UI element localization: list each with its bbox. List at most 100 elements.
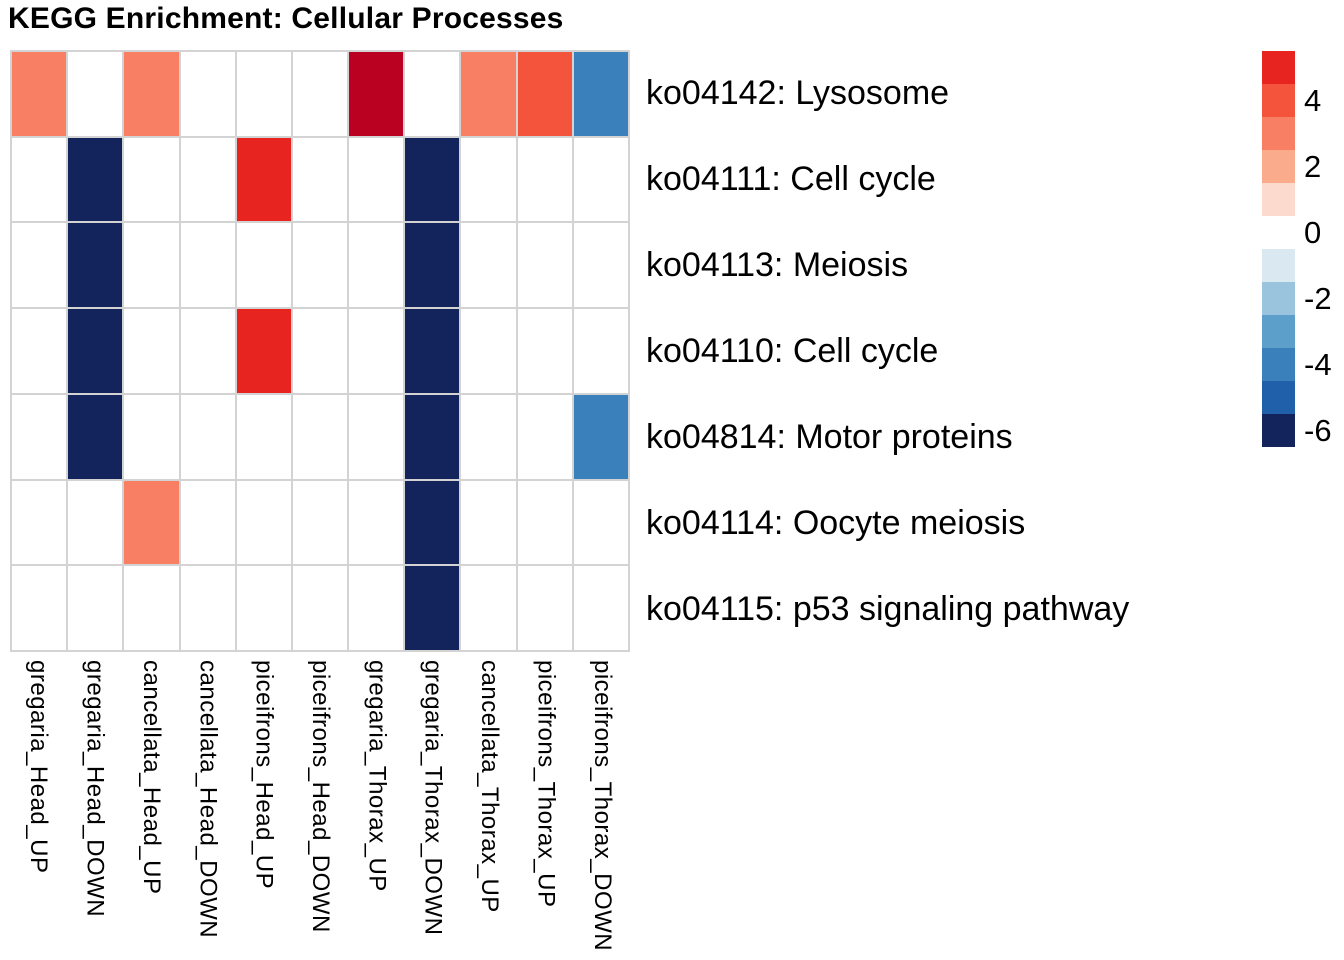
heatmap-cell [573, 394, 628, 479]
heatmap-cell [180, 223, 235, 308]
column-label: gregaria_Head_DOWN [81, 660, 109, 918]
heatmap-cell [573, 223, 628, 308]
heatmap-cell [236, 52, 291, 136]
heatmap-cell [68, 566, 123, 650]
row-label: ko04114: Oocyte meiosis [646, 503, 1026, 542]
heatmap-cell [461, 223, 516, 308]
heatmap-cell [12, 480, 67, 565]
heatmap-cell [236, 566, 291, 650]
heatmap-cell [12, 52, 67, 136]
heatmap-cell [405, 394, 460, 479]
heatmap-cell [124, 394, 179, 479]
heatmap-cell [461, 394, 516, 479]
colorbar-tick-label: 0 [1304, 214, 1322, 250]
column-label-slot: gregaria_Thorax_DOWN [405, 660, 461, 951]
heatmap-cell [349, 309, 404, 393]
heatmap-cell [405, 566, 460, 650]
heatmap-cell [292, 137, 348, 222]
column-label: piceifrons_Thorax_UP [532, 660, 560, 908]
heatmap-cell [236, 223, 291, 308]
colorbar-tick-label: -4 [1304, 346, 1332, 382]
heatmap-cell [461, 309, 516, 393]
colorbar-tick-label: 2 [1304, 148, 1322, 184]
column-label: piceifrons_Head_UP [250, 660, 278, 890]
column-label-slot: gregaria_Head_UP [10, 660, 66, 951]
heatmap-cell [12, 394, 67, 479]
heatmap-cell [12, 137, 67, 222]
colorbar-block [1262, 84, 1295, 117]
heatmap-cell [12, 566, 67, 650]
heatmap-cell [573, 309, 628, 393]
colorbar-block [1262, 150, 1295, 183]
heatmap-cell [461, 52, 516, 136]
colorbar-block [1262, 348, 1295, 381]
colorbar-tick-label: -6 [1304, 412, 1332, 448]
heatmap-cell [124, 223, 179, 308]
colorbar-block [1262, 315, 1295, 348]
row-label: ko04814: Motor proteins [646, 417, 1013, 456]
column-label: gregaria_Head_UP [25, 660, 53, 874]
heatmap-cell [405, 480, 460, 565]
colorbar-bins [1262, 51, 1295, 447]
heatmap-cell [573, 480, 628, 565]
heatmap-cell [124, 480, 179, 565]
heatmap-cell [349, 480, 404, 565]
heatmap-cell [517, 480, 572, 565]
heatmap-cell [236, 137, 291, 222]
heatmap-cell [68, 223, 123, 308]
heatmap-cell [461, 137, 516, 222]
column-label-slot: gregaria_Thorax_UP [348, 660, 404, 951]
column-label-slot: piceifrons_Head_DOWN [292, 660, 348, 951]
colorbar-block [1262, 183, 1295, 216]
heatmap-cell [292, 52, 348, 136]
heatmap-cell [68, 137, 123, 222]
heatmap-cell [12, 223, 67, 308]
heatmap-cell [573, 566, 628, 650]
row-label: ko04111: Cell cycle [646, 159, 936, 198]
chart-title: KEGG Enrichment: Cellular Processes [8, 2, 564, 35]
heatmap-cell [180, 309, 235, 393]
heatmap-grid [10, 50, 630, 652]
heatmap-cell [68, 52, 123, 136]
heatmap-cell [180, 480, 235, 565]
heatmap-cell [292, 394, 348, 479]
column-label: cancellata_Head_UP [137, 660, 165, 895]
colorbar-block [1262, 216, 1295, 249]
colorbar-block [1262, 249, 1295, 282]
column-label-slot: gregaria_Head_DOWN [66, 660, 122, 951]
heatmap-cell [292, 223, 348, 308]
heatmap-cell [517, 309, 572, 393]
column-label: piceifrons_Head_DOWN [306, 660, 334, 933]
column-label-slot: cancellata_Head_DOWN [179, 660, 235, 951]
column-label: cancellata_Head_DOWN [194, 660, 222, 939]
heatmap-cell [405, 223, 460, 308]
column-label: gregaria_Thorax_UP [363, 660, 391, 892]
heatmap-cell [292, 309, 348, 393]
column-label-slot: cancellata_Head_UP [123, 660, 179, 951]
heatmap-cell [349, 394, 404, 479]
heatmap-cell [405, 137, 460, 222]
heatmap-cell [517, 394, 572, 479]
heatmap-cell [461, 480, 516, 565]
colorbar-block [1262, 414, 1295, 447]
heatmap-cell [292, 480, 348, 565]
heatmap-cell [12, 309, 67, 393]
column-label: piceifrons_Thorax_DOWN [588, 660, 616, 952]
heatmap-cell [180, 566, 235, 650]
heatmap-cell [517, 137, 572, 222]
heatmap-cell [405, 52, 460, 136]
heatmap-cell [180, 137, 235, 222]
heatmap-cell [573, 52, 628, 136]
colorbar-block [1262, 282, 1295, 315]
column-label-slot: piceifrons_Head_UP [235, 660, 291, 951]
column-label: gregaria_Thorax_DOWN [419, 660, 447, 936]
colorbar-tick-label: 4 [1304, 82, 1322, 118]
heatmap-cell [573, 137, 628, 222]
heatmap-cell [124, 52, 179, 136]
column-label-slot: piceifrons_Thorax_DOWN [574, 660, 630, 951]
heatmap-cell [124, 137, 179, 222]
heatmap-cell [517, 223, 572, 308]
